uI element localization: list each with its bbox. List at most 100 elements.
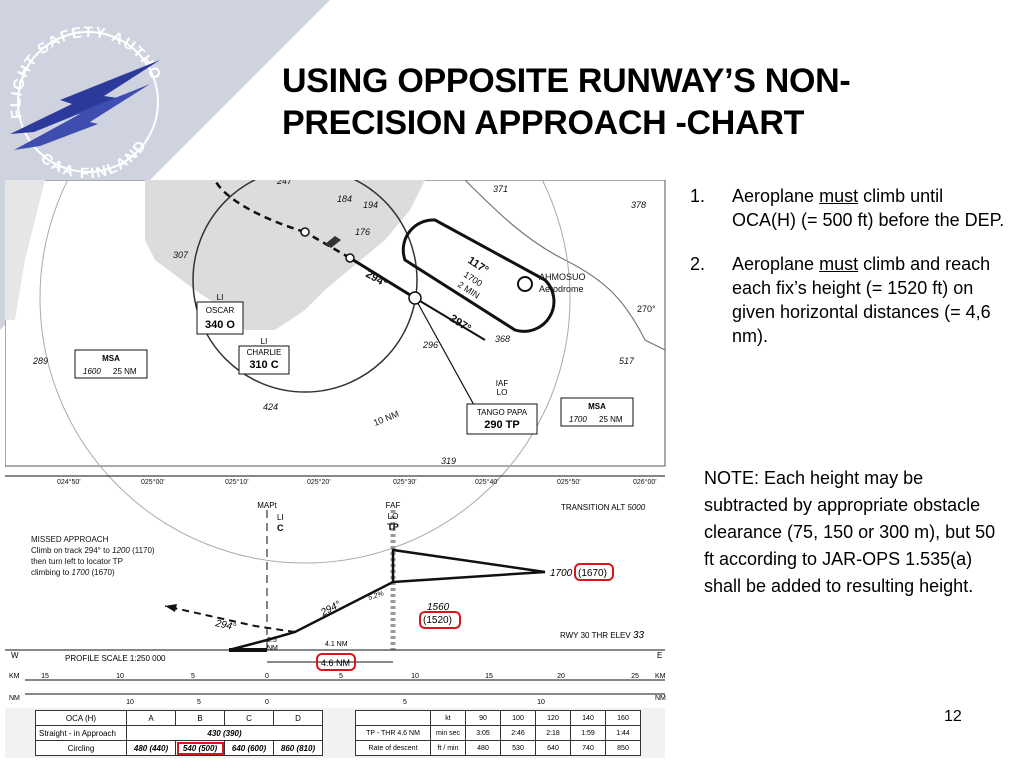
msa-right-alt: 1700 xyxy=(569,415,587,424)
spot-289: 289 xyxy=(32,356,48,366)
km-tick-5-w: 5 xyxy=(191,673,195,680)
spot-371: 371 xyxy=(493,184,508,194)
rate-cell-0-1: kt xyxy=(430,710,466,726)
tp-locator xyxy=(408,291,422,305)
rate-cell-2-0: Rate of descent xyxy=(355,740,431,756)
rate-cell-1-0: TP - THR 4.6 NM xyxy=(355,725,431,741)
spot-517: 517 xyxy=(619,356,635,366)
alt-1560: 1560 xyxy=(427,602,450,613)
rate-cell-2-6: 850 xyxy=(605,740,641,756)
rate-cell-1-3: 2:46 xyxy=(500,725,536,741)
missed-approach-text: MISSED APPROACH Climb on track 294° to 1… xyxy=(31,535,155,577)
lon-5: 025°30' xyxy=(393,478,417,486)
oca-header-d: D xyxy=(273,710,323,726)
aerodrome-type: Aerodrome xyxy=(539,284,584,294)
requirement-item-2: 2. Aeroplane must climb and reach each f… xyxy=(690,252,1010,348)
spot-296: 296 xyxy=(422,340,438,350)
oscar-freq: 340 O xyxy=(205,319,235,331)
requirement-number: 1. xyxy=(690,186,706,206)
holding-pattern xyxy=(401,218,556,333)
spot-194: 194 xyxy=(363,200,378,210)
spot-424: 424 xyxy=(263,402,278,412)
requirements-list: 1. Aeroplane must climb until OCA(H) (= … xyxy=(690,184,1010,368)
rate-row-speed: kt 90 100 120 140 160 xyxy=(355,710,641,726)
km-tick-5-e: 5 xyxy=(339,673,343,680)
rate-cell-0-0 xyxy=(355,710,431,726)
km-tick-15-e: 15 xyxy=(485,673,493,680)
oca-circling-a: 480 (440) xyxy=(126,740,176,756)
tango-freq: 290 TP xyxy=(484,419,519,431)
spot-176: 176 xyxy=(355,227,370,237)
missed-arrow-icon xyxy=(165,604,177,612)
approach-chart-svg: 247 184 194 371 378 307 176 289 517 296 … xyxy=(5,180,666,758)
alt-1670: (1670) xyxy=(578,568,607,579)
land-mass xyxy=(145,180,425,330)
msa-ring xyxy=(39,180,571,564)
nm-tick-5-e: 5 xyxy=(403,699,407,706)
oca-circling-label: Circling xyxy=(35,740,127,756)
rate-cell-1-5: 1:59 xyxy=(570,725,606,741)
nm-tick-0: 0 xyxy=(265,699,269,706)
km-label-left: KM xyxy=(9,673,20,680)
lon-6: 025°40' xyxy=(475,478,499,486)
msa-left-title: MSA xyxy=(102,354,120,363)
mapt-li: LI xyxy=(277,513,284,522)
km-tick-15-w: 15 xyxy=(41,673,49,680)
scale-w: W xyxy=(11,651,19,660)
tango-type: LO xyxy=(497,388,508,397)
charlie-box xyxy=(238,345,290,375)
title-line-1: USING OPPOSITE RUNWAY’S NON- xyxy=(282,62,851,100)
rate-cell-2-1: ft / min xyxy=(430,740,466,756)
missed-title: MISSED APPROACH xyxy=(31,535,109,544)
missed-line-3: climbing to 1700 (1670) xyxy=(31,568,115,577)
oca-straight-value: 430 (390) xyxy=(126,725,323,741)
msa-left-box xyxy=(74,349,148,379)
spot-378: 378 xyxy=(631,200,646,210)
requirement-text-post: climb and reach each fix’s height (= 152… xyxy=(732,254,991,346)
oca-circling-c: 640 (600) xyxy=(224,740,274,756)
highlight-1670 xyxy=(574,563,614,581)
highlight-1520 xyxy=(419,611,461,629)
rate-row-time: TP - THR 4.6 NM min sec 3:05 2:46 2:18 1… xyxy=(355,725,641,741)
oca-header-c: C xyxy=(224,710,274,726)
oscar-type: LI xyxy=(217,293,224,302)
km-tick-25-e: 25 xyxy=(631,673,639,680)
faf-label: FAF xyxy=(386,501,401,510)
rate-cell-2-4: 640 xyxy=(535,740,571,756)
approach-chart: 247 184 194 371 378 307 176 289 517 296 … xyxy=(5,180,667,758)
requirement-item-1: 1. Aeroplane must climb until OCA(H) (= … xyxy=(690,184,1010,232)
lon-4: 025°20' xyxy=(307,478,331,486)
rate-cell-2-2: 480 xyxy=(465,740,501,756)
tango-name: TANGO PAPA xyxy=(477,408,528,417)
requirement-emphasis: must xyxy=(819,254,859,274)
lon-2: 025°00' xyxy=(141,478,165,486)
rate-cell-0-2: 90 xyxy=(465,710,501,726)
km-tick-20-e: 20 xyxy=(557,673,565,680)
profile-scale: PROFILE SCALE 1:250 000 xyxy=(65,654,166,663)
rate-cell-0-3: 100 xyxy=(500,710,536,726)
nm-tick-10-w: 10 xyxy=(126,699,134,706)
track-270: 270° xyxy=(637,304,656,314)
msa-left-radius: 25 NM xyxy=(113,367,137,376)
charlie-type: LI xyxy=(261,337,268,346)
oscar-box xyxy=(196,301,244,335)
land-mass-west xyxy=(5,180,45,320)
spot-368: 368 xyxy=(495,334,510,344)
alt-1520: (1520) xyxy=(423,615,452,626)
msa-right-radius: 25 NM xyxy=(599,415,623,424)
profile-lower-leg xyxy=(392,570,546,584)
rate-cell-2-3: 530 xyxy=(500,740,536,756)
nm-tick-5-w: 5 xyxy=(197,699,201,706)
missed-approach-turn xyxy=(213,180,306,234)
km-label-right: KM xyxy=(655,673,666,680)
requirement-text-pre: Aeroplane xyxy=(732,254,820,274)
spot-247: 247 xyxy=(276,180,293,186)
lon-8: 026°00' xyxy=(633,478,657,486)
nm-label-left: NM xyxy=(9,695,20,702)
ten-nm-ring xyxy=(192,180,418,393)
charlie-locator xyxy=(345,253,355,263)
nm-label-right: NM xyxy=(655,695,666,702)
tango-box xyxy=(466,403,538,435)
track-294-profile-a: 294° xyxy=(213,618,237,633)
rate-cell-2-5: 740 xyxy=(570,740,606,756)
